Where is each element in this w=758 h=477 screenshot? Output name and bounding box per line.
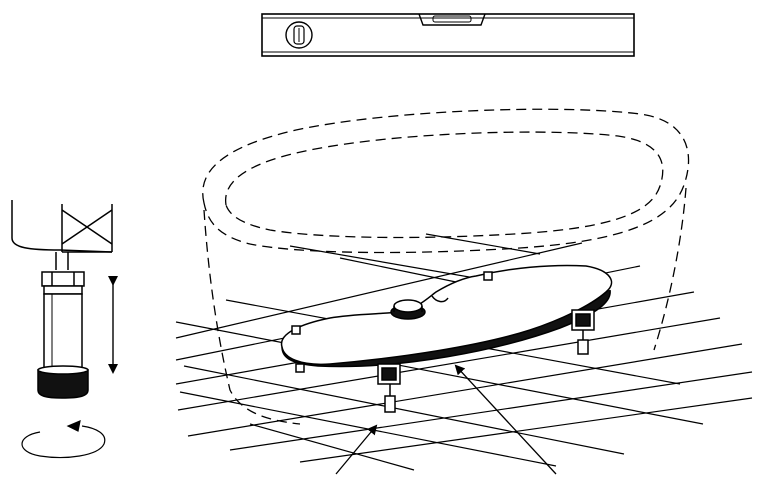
drain-waste [390, 295, 449, 320]
spirit-level-icon [261, 13, 635, 57]
rotate-arrow-icon [21, 420, 106, 459]
support-frame [280, 264, 613, 413]
frame-bracket-left [291, 325, 305, 373]
bathtub-outline [202, 108, 690, 425]
adjustable-foot-icon [11, 200, 113, 399]
frame-bracket-back [483, 271, 493, 281]
frame-bracket-front-left [377, 363, 401, 413]
pointer-arrows [335, 364, 557, 475]
frame-bracket-back-right [571, 309, 595, 355]
